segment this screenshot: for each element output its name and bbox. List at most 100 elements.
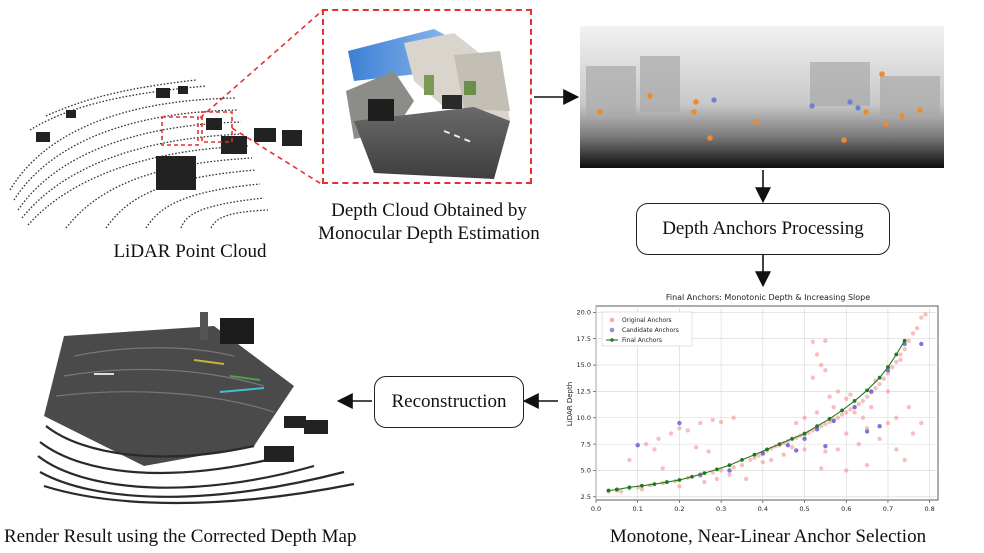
final-anchor-point bbox=[852, 398, 857, 403]
legend-label: Final Anchors bbox=[622, 337, 662, 344]
original-anchor-point bbox=[823, 449, 828, 454]
original-anchor-point bbox=[802, 415, 807, 420]
final-anchor-point bbox=[627, 485, 632, 490]
original-anchor-point bbox=[639, 487, 645, 492]
original-anchor-point bbox=[894, 359, 899, 365]
original-anchor-point bbox=[748, 457, 753, 463]
original-anchor-point bbox=[844, 468, 849, 473]
final-anchor-point bbox=[740, 458, 744, 462]
original-anchor-point bbox=[848, 392, 853, 397]
original-anchor-point bbox=[873, 378, 878, 384]
original-anchor-point bbox=[885, 371, 891, 376]
original-anchor-point bbox=[768, 457, 774, 463]
final-anchor-point bbox=[765, 447, 769, 452]
original-anchor-point bbox=[839, 412, 845, 417]
original-anchor-point bbox=[827, 419, 832, 425]
y-tick-label: 17.5 bbox=[577, 335, 591, 343]
final-anchor-point bbox=[752, 452, 757, 457]
original-anchor-point bbox=[852, 410, 857, 415]
original-anchor-point bbox=[677, 484, 682, 489]
original-anchor-point bbox=[739, 463, 745, 468]
original-anchor-point bbox=[656, 436, 661, 442]
candidate-anchor-point bbox=[814, 427, 820, 432]
original-anchor-point bbox=[902, 457, 907, 463]
legend-label: Candidate Anchors bbox=[622, 327, 679, 334]
original-anchor-point bbox=[823, 338, 828, 343]
original-anchor-point bbox=[793, 420, 799, 426]
legend-swatch-marker bbox=[609, 317, 615, 323]
depth-map-graphic bbox=[580, 26, 944, 168]
original-anchor-point bbox=[668, 431, 674, 436]
anchor-chart: Final Anchors: Monotonic Depth & Increas… bbox=[566, 293, 939, 513]
final-anchor-point bbox=[715, 467, 719, 472]
final-anchor-point bbox=[877, 375, 882, 380]
original-anchor-point bbox=[814, 352, 820, 357]
candidate-anchor-point bbox=[852, 405, 857, 410]
reconstruction-box: Reconstruction bbox=[374, 376, 524, 428]
x-tick-label: 0.1 bbox=[633, 505, 643, 513]
final-anchor-point bbox=[790, 436, 794, 441]
series-line-final-anchors bbox=[608, 340, 906, 492]
original-anchor-point bbox=[856, 441, 861, 447]
final-anchor-point bbox=[902, 338, 907, 343]
depth-anchors-processing-box: Depth Anchors Processing bbox=[636, 203, 890, 255]
original-anchor-point bbox=[677, 426, 682, 431]
final-anchor-point bbox=[606, 488, 611, 493]
original-anchor-point bbox=[848, 407, 853, 412]
original-anchor-point bbox=[823, 368, 828, 373]
anchor-chart-container: Final Anchors: Monotonic Depth & Increas… bbox=[560, 286, 944, 518]
original-anchor-point bbox=[860, 415, 866, 420]
candidate-anchor-point bbox=[793, 448, 799, 453]
lidar-point-cloud-graphic bbox=[9, 79, 302, 229]
final-anchor-point bbox=[702, 471, 707, 476]
x-tick-label: 0.6 bbox=[841, 505, 851, 513]
original-anchor-point bbox=[835, 415, 841, 420]
original-anchor-point bbox=[756, 453, 761, 458]
original-anchor-point bbox=[718, 468, 724, 473]
candidate-anchor-point bbox=[864, 429, 870, 434]
candidate-anchor-point bbox=[831, 418, 836, 424]
original-anchor-point bbox=[910, 431, 916, 436]
final-anchor-point bbox=[840, 408, 844, 413]
original-anchor-point bbox=[906, 338, 912, 343]
render-result-image bbox=[4, 296, 360, 512]
original-anchor-point bbox=[864, 394, 870, 399]
x-tick-label: 0.2 bbox=[674, 505, 684, 513]
original-anchor-point bbox=[914, 325, 920, 331]
original-anchor-point bbox=[714, 476, 720, 482]
original-anchor-point bbox=[894, 415, 899, 420]
original-anchor-point bbox=[706, 449, 711, 454]
original-anchor-point bbox=[844, 396, 849, 401]
anchor-selection-caption: Monotone, Near-Linear Anchor Selection bbox=[609, 526, 927, 547]
y-tick-label: 12.5 bbox=[577, 388, 591, 396]
original-anchor-point bbox=[731, 415, 736, 420]
x-tick-label: 0.8 bbox=[924, 505, 934, 513]
reconstruction-label: Reconstruction bbox=[391, 391, 507, 412]
original-anchor-point bbox=[844, 431, 849, 436]
legend-swatch-marker bbox=[609, 327, 615, 333]
final-anchor-point bbox=[614, 487, 619, 492]
final-anchor-point bbox=[665, 480, 669, 484]
original-anchor-point bbox=[889, 364, 895, 370]
candidate-anchor-point bbox=[823, 444, 828, 449]
lidar-point-cloud-image bbox=[6, 60, 306, 230]
final-anchor-point bbox=[865, 388, 869, 393]
depth-cloud-frame bbox=[322, 9, 532, 184]
original-anchor-point bbox=[702, 479, 707, 485]
depth-cloud-caption-line1: Depth Cloud Obtained by bbox=[331, 200, 527, 221]
y-tick-label: 10.0 bbox=[577, 414, 591, 422]
candidate-anchor-point bbox=[727, 468, 732, 473]
candidate-anchor-point bbox=[677, 420, 682, 426]
original-anchor-point bbox=[731, 465, 736, 470]
original-anchor-point bbox=[814, 410, 820, 415]
x-tick-label: 0.4 bbox=[758, 505, 768, 513]
original-anchor-point bbox=[693, 445, 699, 450]
y-tick-label: 5.0 bbox=[581, 467, 591, 475]
final-anchor-point bbox=[802, 431, 807, 436]
candidate-anchor-point bbox=[869, 389, 874, 394]
original-anchor-point bbox=[902, 347, 907, 352]
candidate-anchor-point bbox=[919, 341, 924, 347]
original-anchor-point bbox=[652, 447, 657, 452]
original-anchor-point bbox=[835, 447, 841, 452]
original-anchor-point bbox=[906, 405, 912, 410]
